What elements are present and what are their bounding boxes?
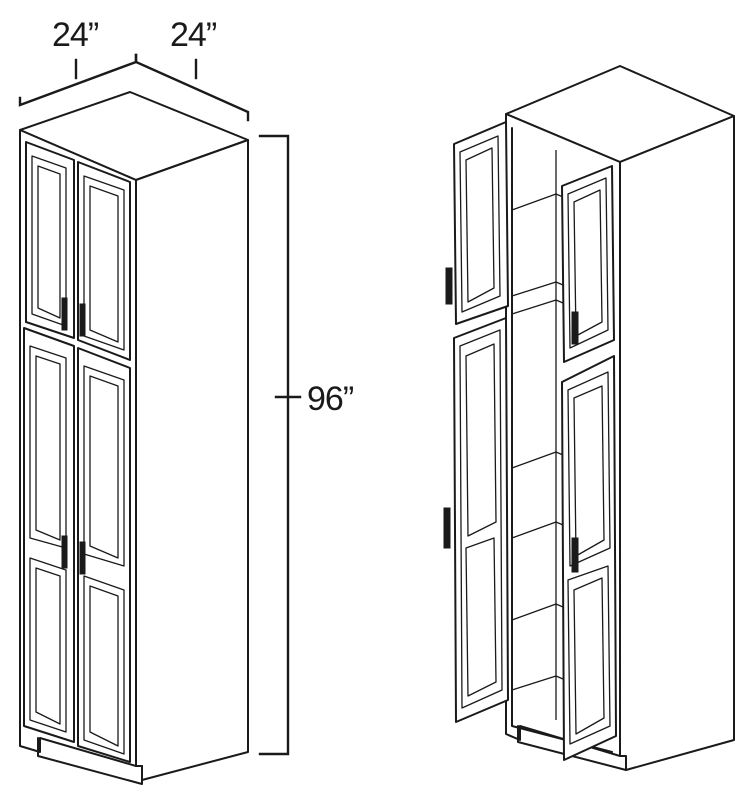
handle-icon [79, 303, 86, 337]
open-door-upper-left [445, 121, 509, 325]
upper-left-door [25, 141, 75, 339]
open-door-lower-right [561, 355, 617, 761]
hinge-icon [445, 267, 453, 305]
cabinet-side [135, 139, 249, 781]
toe-kick [37, 737, 143, 785]
upper-right-door [77, 161, 131, 361]
hinge-icon [443, 507, 451, 549]
dimension-depth: 24” [134, 16, 250, 122]
handle-icon [571, 537, 579, 573]
depth-label: 24” [170, 16, 217, 54]
open-door-upper-right [561, 165, 615, 363]
lower-left-door [23, 327, 75, 743]
open-door-lower-left [443, 317, 509, 723]
handle-icon [61, 297, 68, 331]
depth-dimension-line [134, 53, 250, 122]
cabinet-open-view [443, 65, 735, 771]
dimension-height: 96” [258, 134, 355, 756]
handle-icon [79, 541, 86, 575]
handle-icon [61, 535, 68, 569]
cabinet-closed-view [19, 91, 249, 785]
open-cabinet-side [619, 115, 735, 771]
width-label: 24” [52, 16, 99, 54]
height-dimension-line [258, 134, 290, 756]
handle-icon [571, 311, 579, 345]
open-toe-kick [517, 725, 627, 771]
height-label: 96” [307, 380, 354, 418]
lower-right-door [77, 347, 131, 763]
dimension-width: 24” [18, 16, 138, 107]
